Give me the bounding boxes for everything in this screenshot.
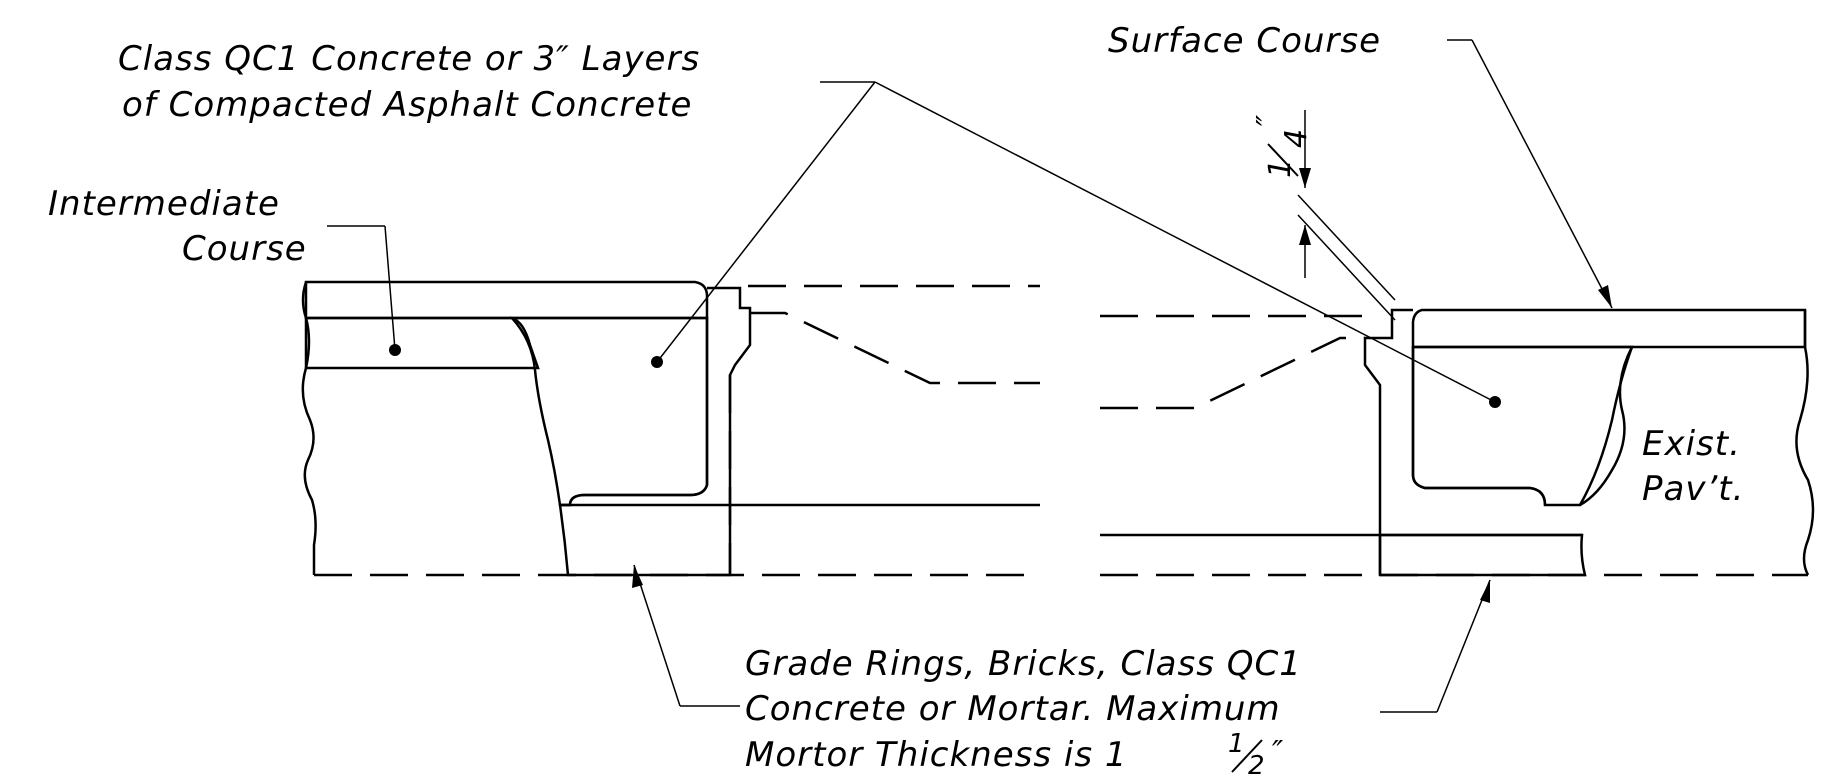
label-exist-line1: Exist. <box>1642 424 1741 464</box>
right-casting-frame <box>1363 308 1547 575</box>
leader-lines <box>327 39 1613 713</box>
right-pavement-section <box>1100 308 1815 577</box>
label-grade-line1: Grade Rings, Bricks, Class QC1 <box>745 644 1302 684</box>
dim-numerator: 1 <box>1263 159 1298 178</box>
annotation-labels: Class QC1 Concrete or 3″ Layers of Compa… <box>48 21 1744 781</box>
left-intermediate-course <box>304 316 540 370</box>
right-class-qc1-concrete <box>1411 345 1634 507</box>
label-surface-course: Surface Course <box>1108 21 1381 61</box>
label-exist-line2: Pav’t. <box>1642 469 1744 509</box>
right-grade-rings <box>1378 533 1587 577</box>
left-existing-pavement-edge <box>301 281 317 575</box>
right-existing-pavement-edge <box>1579 310 1815 576</box>
left-casting-frame <box>560 286 752 507</box>
label-class-qc1-line2: of Compacted Asphalt Concrete <box>122 85 692 125</box>
right-surface-course <box>1411 308 1807 349</box>
dim-denominator: 4 <box>1279 129 1314 148</box>
grade-frac-inch: ″ <box>1272 735 1284 770</box>
left-cover-dash-upper <box>750 311 1040 385</box>
grade-frac-denominator: 2 <box>1248 751 1265 781</box>
label-intermediate-line1: Intermediate <box>48 184 280 224</box>
label-intermediate-line2: Course <box>182 229 307 269</box>
left-pavement-section <box>301 280 1040 577</box>
right-cover-dash-upper <box>1100 336 1365 410</box>
label-grade-line3: Mortor Thickness is 1 <box>745 735 1127 775</box>
dim-inch-mark: ″ <box>1251 114 1286 126</box>
quarter-inch-dimension: 1 4 ″ <box>1251 110 1396 321</box>
left-grade-rings <box>558 503 732 577</box>
label-class-qc1-line1: Class QC1 Concrete or 3″ Layers <box>118 39 700 79</box>
grade-frac-numerator: 1 <box>1228 729 1245 759</box>
left-surface-course <box>304 280 709 320</box>
left-class-qc1-concrete <box>509 316 709 507</box>
label-grade-line2: Concrete or Mortar. Maximum <box>745 689 1281 729</box>
